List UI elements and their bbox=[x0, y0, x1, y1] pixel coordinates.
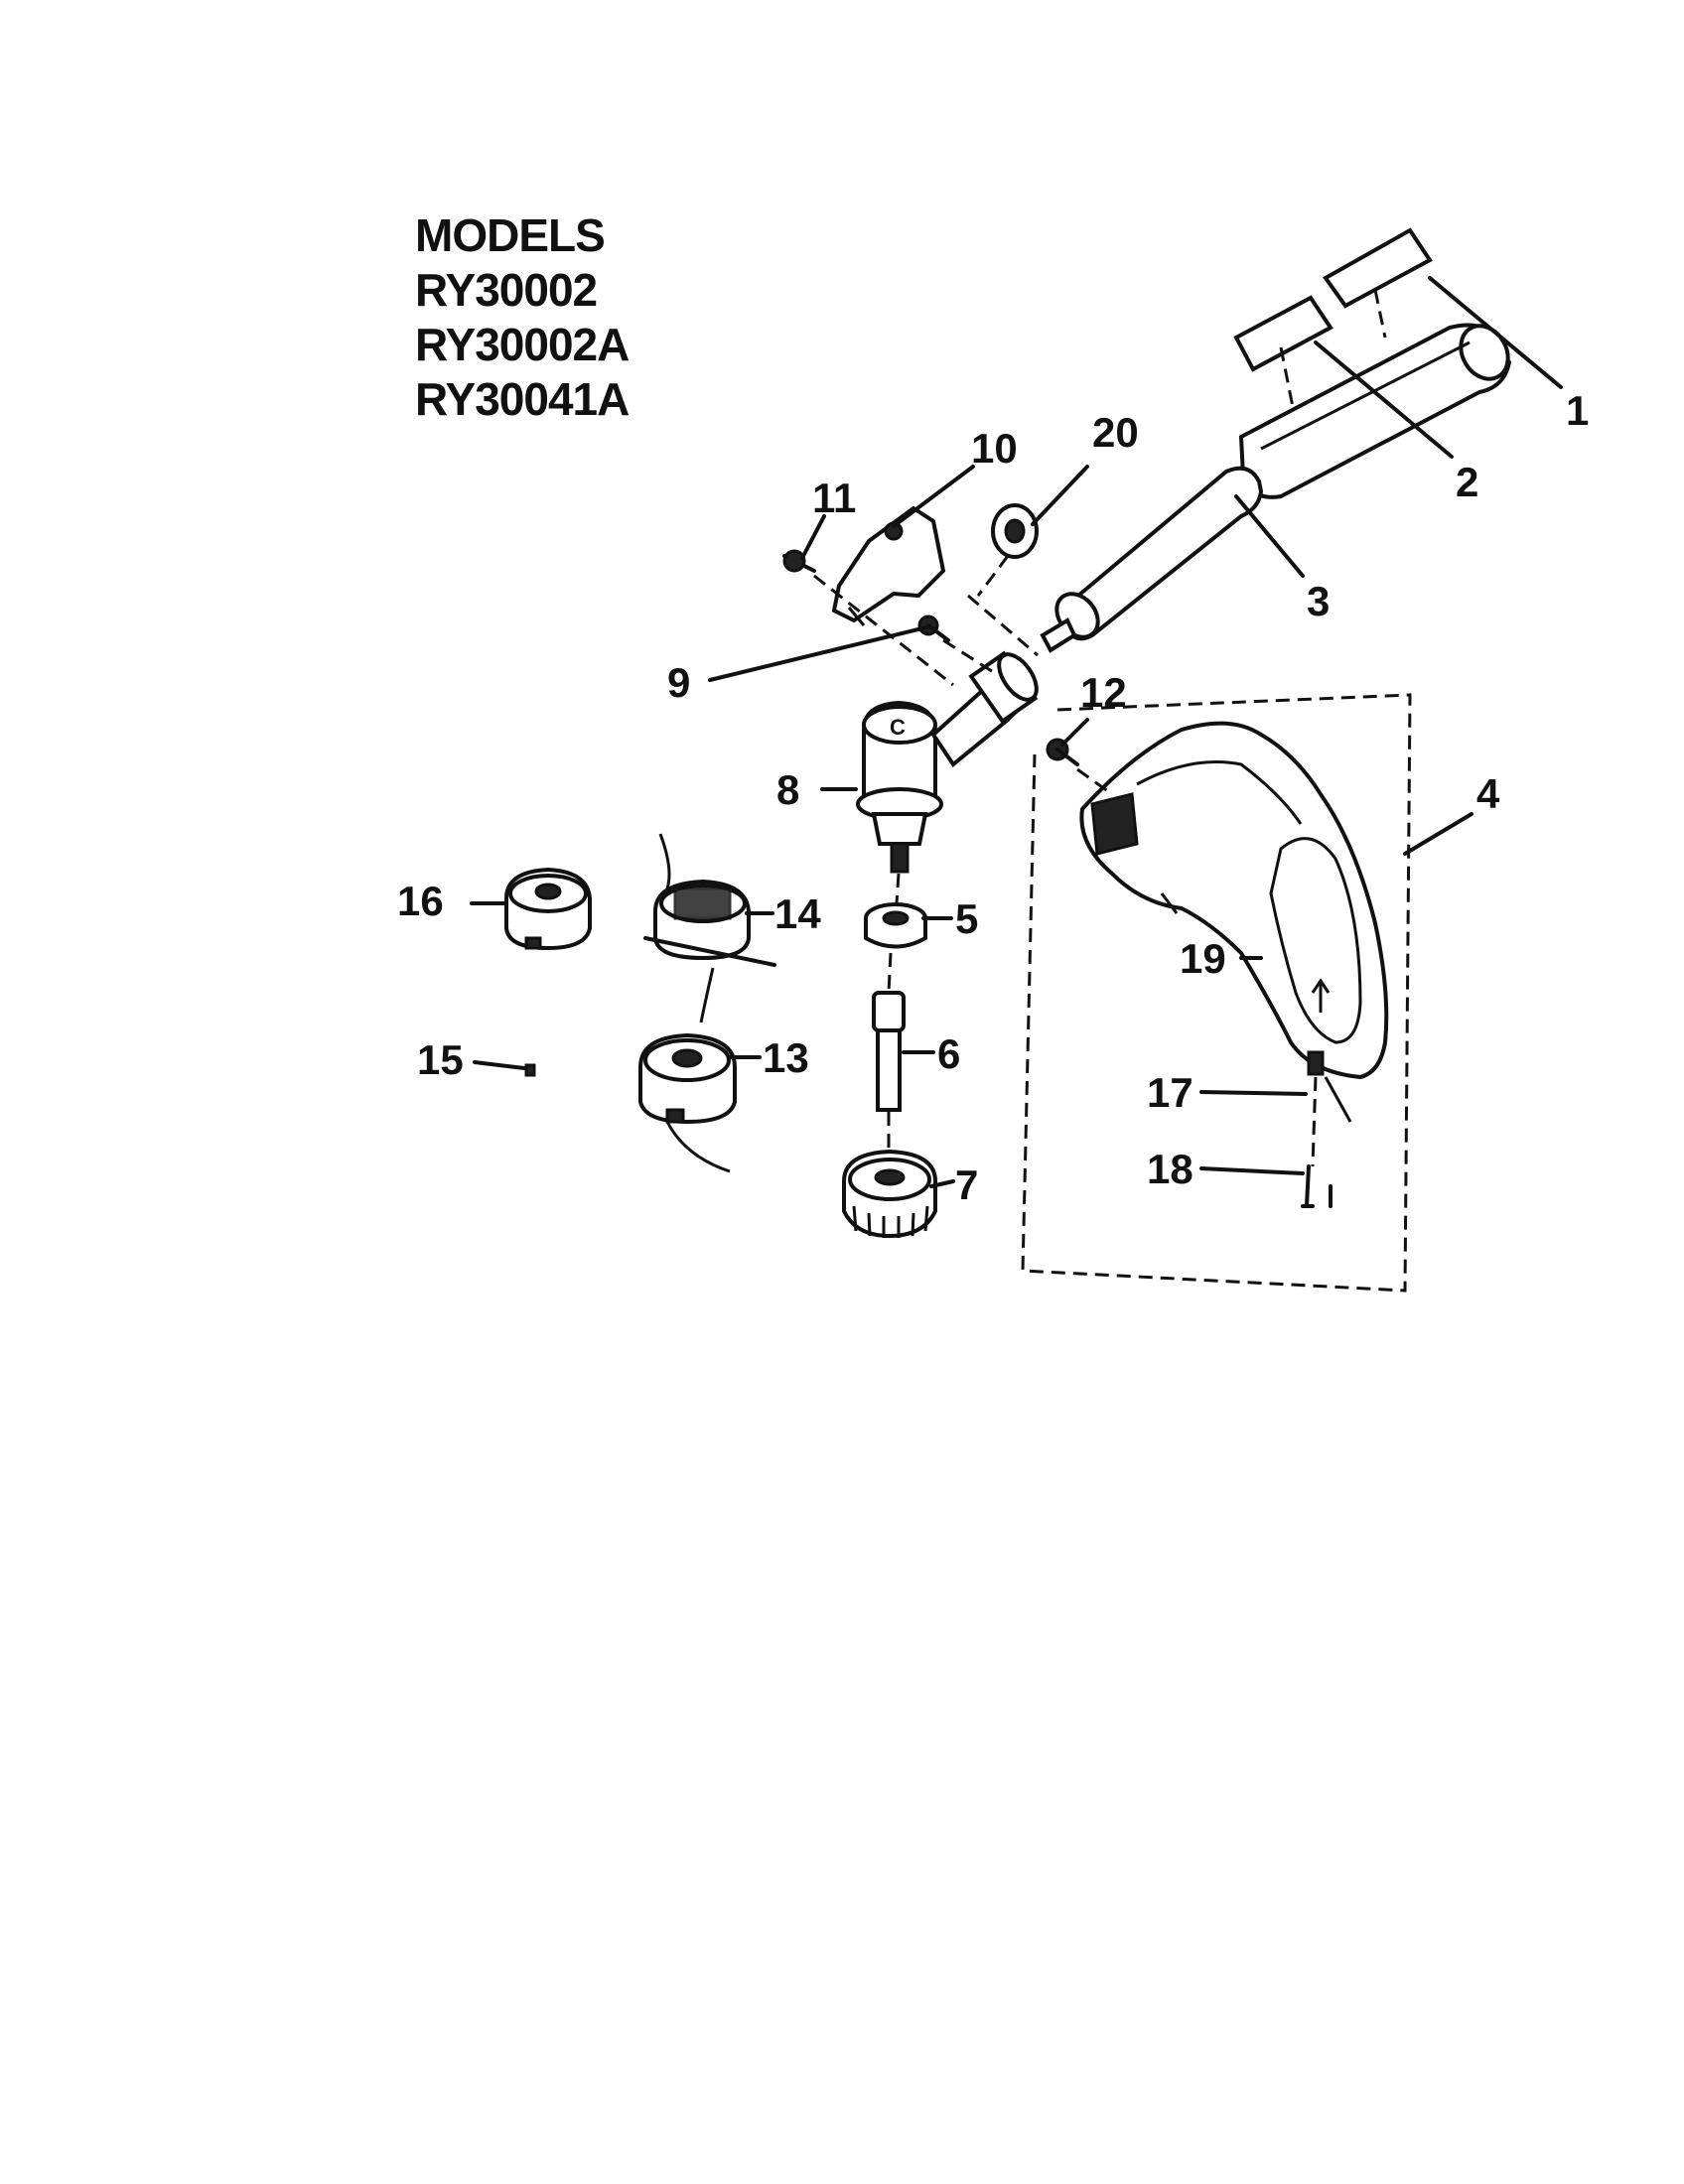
callout-20: 20 bbox=[1092, 409, 1139, 456]
leader-lines bbox=[470, 276, 1563, 1188]
bump-knob bbox=[842, 1149, 937, 1239]
models-block: MODELS RY30002 RY30002A RY30041A bbox=[415, 208, 630, 427]
callout-14: 14 bbox=[774, 890, 821, 937]
callout-12: 12 bbox=[1080, 669, 1127, 716]
callout-6: 6 bbox=[937, 1030, 960, 1077]
guard-bracket bbox=[831, 505, 946, 626]
handle-grip bbox=[1079, 721, 1389, 1080]
callout-9: 9 bbox=[667, 659, 690, 706]
callout-15: 15 bbox=[417, 1036, 464, 1083]
label-decal-1 bbox=[1323, 227, 1433, 339]
lower-shaft bbox=[1040, 466, 1264, 653]
model-number: RY30002A bbox=[415, 319, 630, 370]
spool-bolt bbox=[872, 991, 906, 1112]
callout-3: 3 bbox=[1307, 578, 1330, 624]
model-number: RY30041A bbox=[415, 373, 630, 425]
model-number: RY30002 bbox=[415, 264, 598, 316]
spool-with-line bbox=[643, 833, 776, 967]
callout-17: 17 bbox=[1147, 1069, 1193, 1116]
switch-spring bbox=[1307, 1050, 1352, 1123]
gear-head-housing: C bbox=[856, 650, 1039, 874]
handle-assembly-boundary bbox=[1021, 693, 1412, 1293]
models-heading: MODELS bbox=[415, 209, 606, 261]
callout-8: 8 bbox=[776, 766, 799, 813]
callout-16: 16 bbox=[397, 878, 444, 924]
callout-5: 5 bbox=[955, 895, 978, 942]
callout-7: 7 bbox=[955, 1161, 978, 1208]
spool-assembly bbox=[638, 967, 737, 1173]
callout-4: 4 bbox=[1476, 770, 1500, 817]
callout-11: 11 bbox=[812, 475, 856, 521]
label-decal-2 bbox=[1233, 295, 1333, 408]
shaft-bushing bbox=[991, 503, 1039, 559]
callout-18: 18 bbox=[1147, 1146, 1193, 1192]
svg-text:C: C bbox=[890, 715, 906, 740]
callout-19: 19 bbox=[1180, 935, 1226, 982]
callout-1: 1 bbox=[1566, 387, 1589, 434]
small-pin bbox=[524, 1063, 536, 1077]
callout-13: 13 bbox=[763, 1034, 809, 1081]
replacement-spool bbox=[504, 867, 592, 951]
assembly-guides bbox=[813, 555, 1318, 1167]
spool-nut bbox=[864, 902, 927, 949]
small-screws bbox=[1301, 1164, 1333, 1208]
callout-10: 10 bbox=[971, 425, 1018, 472]
screw-11 bbox=[782, 549, 816, 573]
callout-2: 2 bbox=[1456, 459, 1478, 505]
